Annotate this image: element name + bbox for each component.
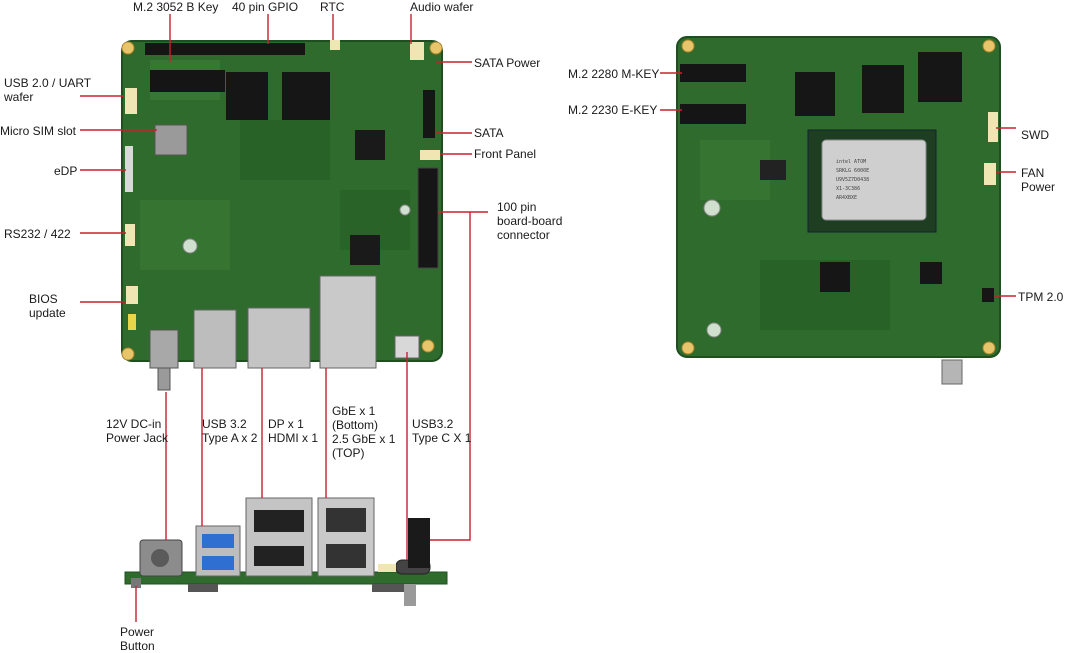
side-view xyxy=(124,497,448,606)
soc-marking-line: X1-3C386 xyxy=(836,186,860,192)
bottom-board: intel ATOM SRKLG 6000E U9V5Z7D0438 X1-3C… xyxy=(676,36,1001,385)
label-usb-uart: USB 2.0 / UART wafer xyxy=(4,76,92,104)
label-rs232: RS232 / 422 xyxy=(4,227,71,241)
soc-marking-line: AR4XBXE xyxy=(836,195,857,201)
label-usbc: USB3.2 Type C X 1 xyxy=(412,417,472,445)
label-m2-2280: M.2 2280 M-KEY xyxy=(568,67,660,81)
m2-2230-slot xyxy=(680,104,746,124)
label-usb32a: USB 3.2 Type A x 2 xyxy=(202,417,258,445)
label-fan-power: FAN Power xyxy=(1021,166,1056,194)
soc-marking-line: U9V5Z7D0438 xyxy=(836,177,869,183)
label-gbe: GbE x 1 (Bottom) 2.5 GbE x 1 (TOP) xyxy=(332,404,396,460)
rj45-top xyxy=(319,275,377,369)
m2-2280-slot xyxy=(680,64,746,82)
usb-a-top xyxy=(193,309,237,369)
soc-marking-line: SRKLG 6000E xyxy=(836,168,869,174)
soc-chip xyxy=(821,139,927,221)
label-sata: SATA xyxy=(474,126,504,140)
ram-chip xyxy=(282,72,330,120)
label-rtc: RTC xyxy=(320,0,345,14)
label-audio: Audio wafer xyxy=(410,0,474,14)
label-front-panel: Front Panel xyxy=(474,147,537,161)
label-board-conn: 100 pin board-board connector xyxy=(497,200,563,242)
label-tpm: TPM 2.0 xyxy=(1018,290,1064,304)
label-m2-3052: M.2 3052 B Key xyxy=(133,0,219,14)
dp-hdmi-top xyxy=(247,307,311,369)
leader-lines xyxy=(80,14,1016,622)
label-sata-power: SATA Power xyxy=(474,56,541,70)
label-dc-in: 12V DC-in Power Jack xyxy=(106,417,169,445)
label-bios: BIOS update xyxy=(29,292,66,320)
ram-chip xyxy=(226,72,268,120)
gpio-header xyxy=(145,43,305,55)
label-m2-2230: M.2 2230 E-KEY xyxy=(568,103,658,117)
soc-marking-line: intel ATOM xyxy=(836,159,866,165)
sim-slot xyxy=(154,124,188,156)
label-swd: SWD xyxy=(1021,128,1049,142)
label-gpio: 40 pin GPIO xyxy=(232,0,299,14)
label-edp: eDP xyxy=(54,164,78,178)
label-power-button: Power Button xyxy=(120,625,155,653)
label-dp-hdmi: DP x 1 HDMI x 1 xyxy=(268,417,319,445)
m2-3052-slot xyxy=(150,70,225,92)
top-board xyxy=(121,40,443,391)
label-sim: Micro SIM slot xyxy=(0,124,77,138)
dc-jack xyxy=(149,329,179,369)
